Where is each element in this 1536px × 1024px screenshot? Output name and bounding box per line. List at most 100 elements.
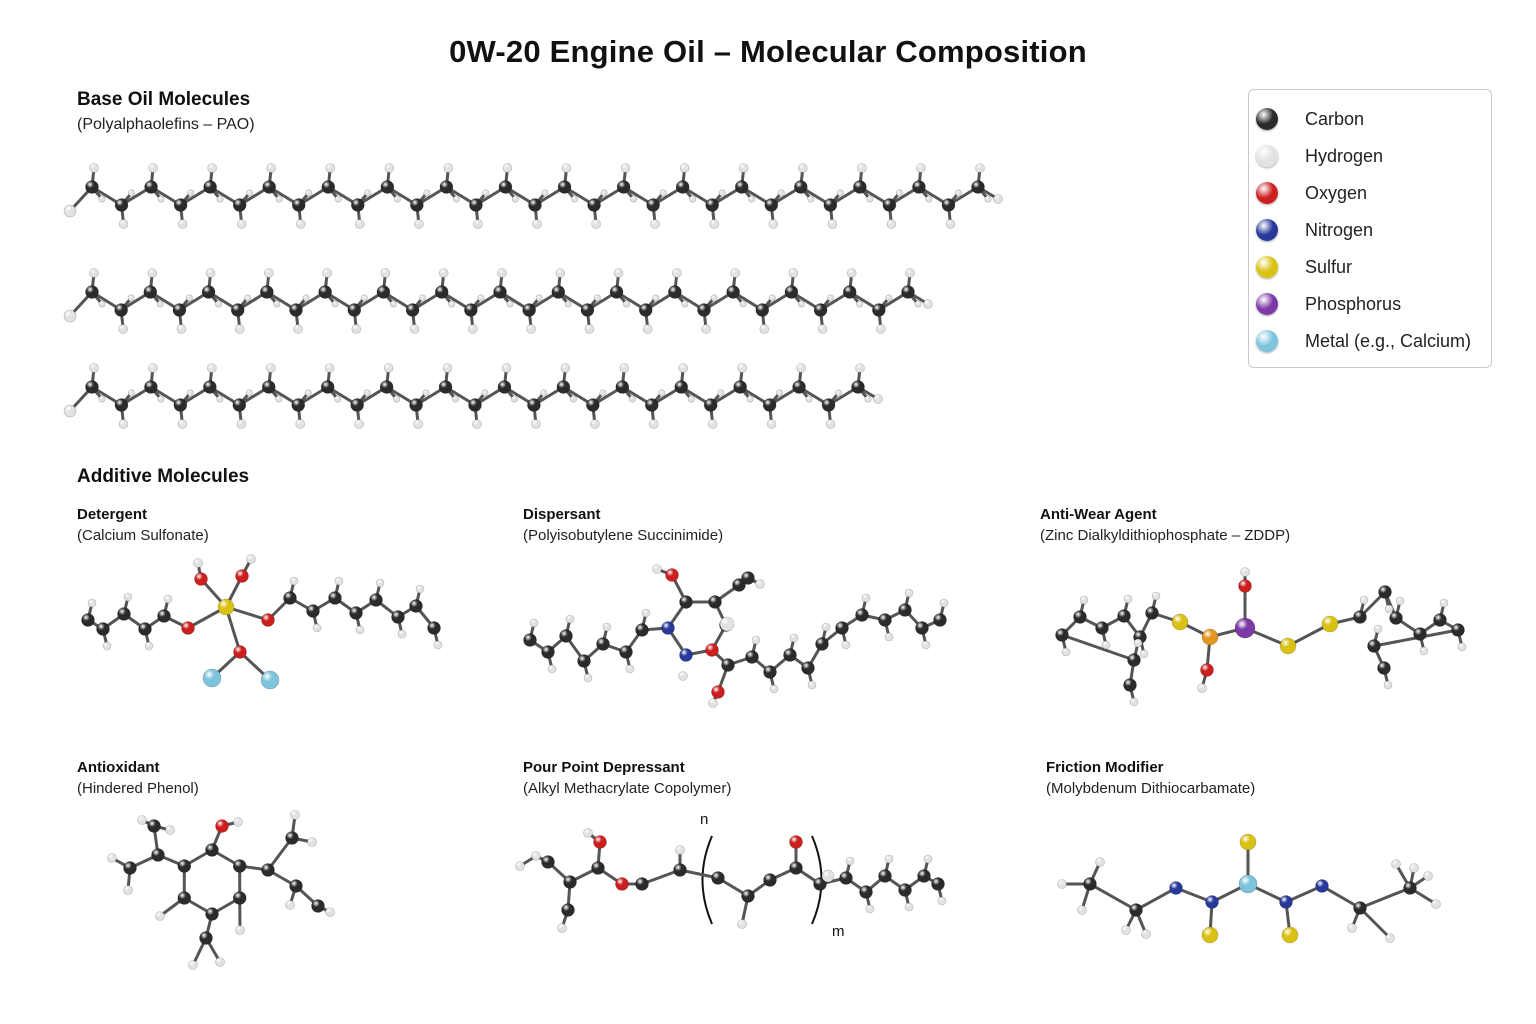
hydrogen-atom	[993, 194, 1003, 204]
hydrogen-atom	[1129, 697, 1139, 707]
hydrogen-atom	[623, 300, 631, 308]
oxygen-atom	[194, 572, 208, 586]
hydrogen-atom	[265, 363, 276, 373]
carbon-atom	[173, 198, 188, 212]
carbon-atom	[609, 285, 624, 299]
carbon-atom	[559, 629, 573, 643]
hydrogen-atom	[914, 300, 922, 308]
anti-wear-name: Anti-Wear Agent	[1040, 506, 1157, 523]
carbon-atom	[673, 863, 687, 877]
hydrogen-atom	[945, 219, 956, 229]
hydrogen-atom	[157, 195, 165, 203]
hydrogen-atom	[835, 389, 843, 397]
pour-point-desc: (Alkyl Methacrylate Copolymer)	[523, 780, 732, 797]
phosphorus-atom-icon	[1256, 293, 1278, 315]
legend-label: Metal (e.g., Calcium)	[1305, 330, 1472, 351]
carbon-atom	[563, 875, 577, 889]
bond	[1060, 633, 1136, 662]
hydrogen-atom	[1151, 591, 1161, 601]
hydrogen-atom	[448, 300, 456, 308]
carbon-atom	[635, 623, 649, 637]
carbon-atom	[733, 380, 747, 394]
nitrogen-atom	[661, 621, 675, 635]
hydrogen-atom	[751, 635, 761, 645]
carbon-atom	[741, 571, 755, 585]
hydrogen-atom	[409, 324, 420, 334]
carbon-atom	[230, 303, 245, 317]
hydrogen-atom	[235, 925, 245, 935]
hydrogen-atom	[652, 294, 660, 302]
hydrogen-atom	[768, 219, 779, 229]
carbon-atom	[289, 879, 303, 893]
carbon-atom	[261, 380, 276, 394]
carbon-atom	[591, 861, 605, 875]
hydrogen-atom	[641, 608, 651, 618]
hydrogen-atom	[648, 419, 659, 429]
carbon-atom	[144, 180, 158, 194]
carbon-atom	[638, 303, 653, 317]
hydrogen-atom	[123, 885, 133, 895]
carbon-atom	[971, 180, 985, 194]
hydrogen-atom	[529, 618, 539, 628]
hydrogen-atom	[886, 219, 897, 229]
hydrogen-atom	[1359, 595, 1369, 605]
hydrogen-atom	[442, 363, 453, 373]
hydrogen-atom	[547, 664, 557, 674]
hydrogen-atom	[807, 680, 817, 690]
pao-molecule-3	[63, 363, 883, 429]
hydrogen-atom	[531, 419, 541, 429]
hydrogen-atom	[102, 641, 112, 651]
hydrogen-atom	[511, 195, 519, 203]
carbon-atom	[85, 380, 99, 394]
carbon-atom	[177, 891, 192, 905]
hydrogen-atom	[737, 919, 747, 929]
carbon-atom	[635, 877, 649, 891]
carbon-atom	[789, 861, 803, 875]
hydrogen-atom	[293, 324, 303, 334]
hydrogen-atom	[468, 324, 478, 334]
bond	[1284, 884, 1324, 904]
carbon-atom	[616, 180, 631, 194]
hydrogen-atom	[658, 389, 666, 397]
hydrogen-atom	[98, 300, 106, 308]
carbon-atom	[1123, 678, 1137, 692]
carbon-atom	[347, 303, 362, 317]
hydrogen-atom	[630, 195, 638, 203]
carbon-atom	[321, 180, 336, 194]
hydrogen-atom	[755, 579, 765, 589]
hydrogen-atom	[1439, 598, 1449, 608]
carbon-atom	[464, 303, 478, 317]
hydrogen-atom	[1347, 923, 1357, 933]
hydrogen-atom	[904, 588, 914, 598]
sulfur-atom	[217, 598, 235, 616]
hydrogen-atom	[845, 856, 855, 866]
hydrogen-atom	[244, 294, 252, 302]
bond	[1320, 884, 1362, 910]
hydrogen-atom	[532, 219, 542, 229]
oxygen-atom	[261, 613, 275, 627]
hydrogen-atom	[1141, 929, 1151, 939]
carbon-atom	[232, 891, 247, 905]
hydrogen-atom	[642, 324, 653, 334]
carbon-atom	[498, 180, 513, 194]
hydrogen-atom	[443, 163, 454, 173]
hydrogen-atom	[1101, 640, 1111, 650]
carbon-atom	[391, 610, 405, 624]
hydrogen-atom	[363, 389, 371, 397]
base-oil-heading: Base Oil Molecules	[77, 89, 251, 110]
hydrogen-atom	[334, 395, 342, 403]
polymer-label-m: m	[832, 923, 845, 940]
hydrogen-atom	[334, 195, 342, 203]
hydrogen-atom	[768, 294, 776, 302]
carbon-atom	[409, 599, 423, 613]
carbon-atom	[815, 637, 829, 651]
metal-atom	[202, 668, 222, 688]
hydrogen-atom	[710, 294, 718, 302]
hydrogen-atom	[652, 564, 662, 574]
pao-molecule-1	[63, 163, 1003, 229]
hydrogen-atom	[275, 195, 283, 203]
carbon-atom	[114, 198, 129, 212]
hydrogen-atom	[526, 324, 536, 334]
carbon-atom	[232, 398, 247, 412]
oxygen-atom	[789, 835, 803, 849]
